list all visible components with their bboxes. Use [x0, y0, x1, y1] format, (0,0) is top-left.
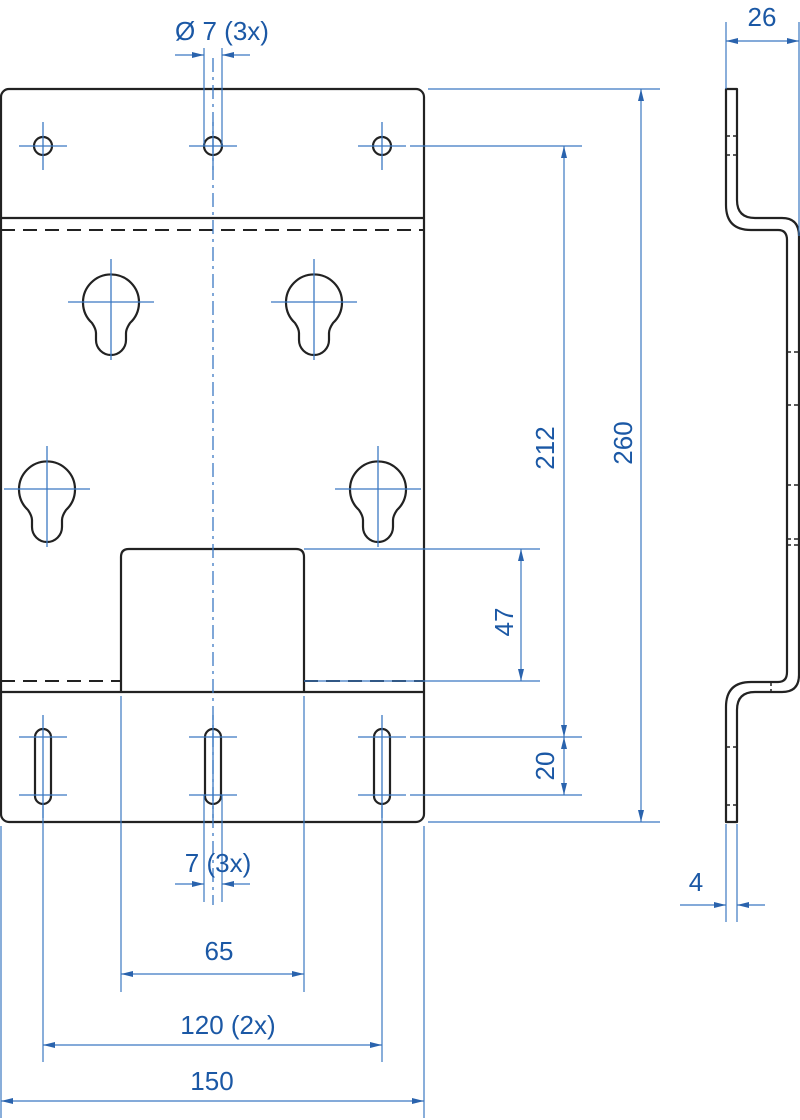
- keyhole: [17, 460, 77, 544]
- keyhole: [81, 273, 141, 357]
- label-depth: 26: [748, 2, 777, 32]
- label-thickness: 4: [689, 867, 703, 897]
- keyhole: [348, 460, 408, 544]
- side-view: [724, 87, 800, 824]
- dimension-lines: [0, 22, 800, 1118]
- label-slot-spacing: 120 (2x): [180, 1010, 275, 1040]
- dimension-labels: Ø 7 (3x) 260 212 47 20 26 4 7 (3x) 65 12…: [175, 2, 776, 1096]
- label-hole-diameter: Ø 7 (3x): [175, 16, 269, 46]
- label-slot-width: 7 (3x): [185, 848, 251, 878]
- keyhole: [284, 273, 344, 357]
- front-view: [0, 58, 426, 905]
- label-slot-length: 20: [530, 752, 560, 781]
- elongated-slots: [19, 715, 406, 818]
- label-hole-spacing: 212: [530, 426, 560, 469]
- keyhole-slots: [4, 259, 421, 547]
- label-cutout-width: 65: [205, 936, 234, 966]
- side-hidden-marks: [726, 135, 799, 806]
- label-cutout-height: 47: [489, 608, 519, 637]
- label-width-total: 150: [190, 1066, 233, 1096]
- label-height-total: 260: [608, 421, 638, 464]
- cutout: [119, 547, 306, 692]
- side-profile: [724, 87, 800, 824]
